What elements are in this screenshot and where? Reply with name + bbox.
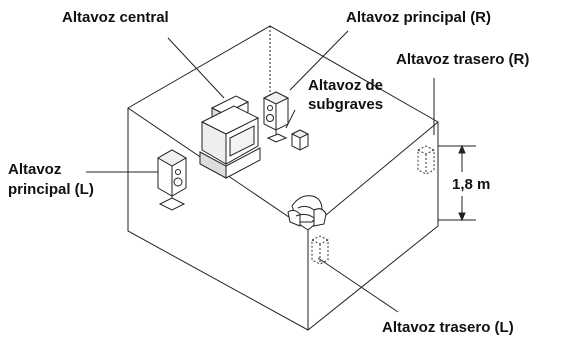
main-left-speaker — [156, 149, 188, 211]
rear-left-speaker — [311, 235, 329, 265]
label-main-right: Altavoz principal (R) — [346, 9, 492, 26]
label-subwoofer-1: Altavoz de — [308, 77, 384, 94]
leader-lines — [86, 30, 435, 313]
label-rear-right: Altavoz trasero (R) — [396, 51, 530, 68]
main-right-speaker — [262, 91, 290, 143]
label-main-left-1: Altavoz — [8, 161, 62, 178]
listening-chair — [287, 195, 327, 227]
rear-right-speaker — [417, 145, 435, 175]
room-box — [127, 25, 439, 331]
tv-center-speaker — [199, 95, 261, 179]
label-height: 1,8 m — [452, 176, 491, 193]
label-main-left-2: principal (L) — [8, 181, 94, 198]
label-center-speaker: Altavoz central — [62, 9, 169, 26]
label-rear-left: Altavoz trasero (L) — [382, 319, 514, 336]
label-subwoofer-2: subgraves — [308, 96, 384, 113]
height-dimension — [438, 144, 476, 222]
subwoofer — [290, 129, 310, 151]
